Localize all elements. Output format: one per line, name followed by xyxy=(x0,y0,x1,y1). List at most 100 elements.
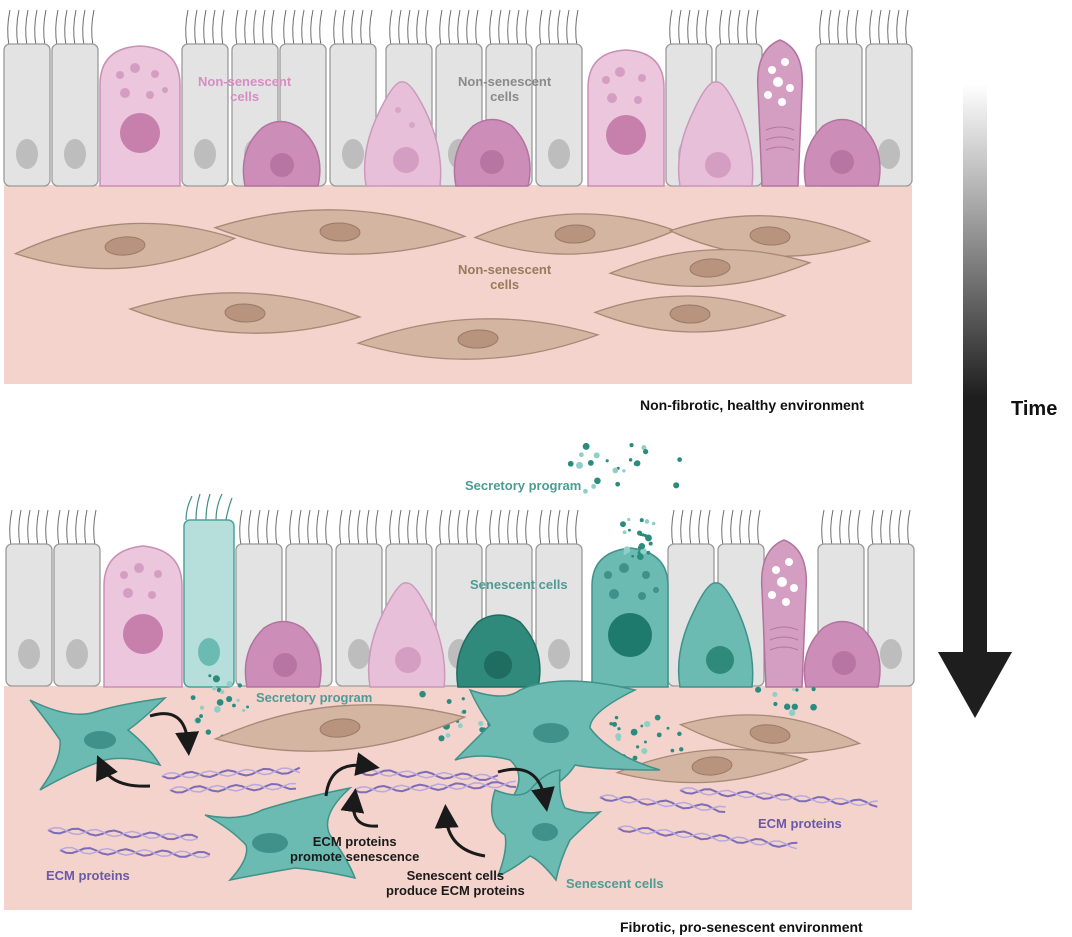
secretory-dot xyxy=(641,533,645,537)
secretory-dot xyxy=(641,445,647,451)
secretory-dot xyxy=(587,459,594,466)
cilium xyxy=(248,509,252,547)
secretory-dot xyxy=(627,517,631,522)
cilium xyxy=(821,509,825,547)
cilium xyxy=(407,9,411,47)
secretory-dot xyxy=(609,722,613,726)
cilium xyxy=(34,9,38,47)
cilium xyxy=(389,509,393,547)
secretory-dot xyxy=(246,705,250,709)
nucleus xyxy=(319,222,361,242)
nucleus xyxy=(342,139,364,169)
cilium xyxy=(7,9,11,47)
secretory-dot xyxy=(461,697,465,701)
cilium xyxy=(84,509,88,547)
cilium xyxy=(292,9,296,47)
columnar-cell xyxy=(51,43,99,187)
cilium xyxy=(339,509,343,547)
senescent-goblet-cell xyxy=(591,547,669,688)
columnar-cell xyxy=(53,543,101,687)
cilium xyxy=(566,9,570,47)
secretory-dot xyxy=(677,731,682,737)
cilium xyxy=(830,509,834,547)
columnar-cell xyxy=(3,43,51,187)
cilium xyxy=(871,509,875,547)
cilium xyxy=(342,9,346,47)
columnar-cell xyxy=(5,543,53,687)
secretory-dot xyxy=(623,551,627,555)
secretory-dot xyxy=(636,745,640,749)
ecm-fiber xyxy=(59,846,211,859)
cilium xyxy=(828,9,832,47)
cilium xyxy=(846,9,850,47)
cilium xyxy=(73,9,77,47)
cilium xyxy=(301,9,305,47)
cilium xyxy=(425,509,429,547)
secretory-dot xyxy=(232,703,236,708)
cilium xyxy=(721,509,725,547)
curved-arrow-icon xyxy=(96,755,151,788)
secretory-dot xyxy=(643,448,649,455)
secretory-dot xyxy=(617,727,621,731)
columnar-cell xyxy=(535,43,583,187)
cilium xyxy=(375,509,379,547)
secretory-dot xyxy=(623,546,631,554)
cilium xyxy=(425,9,429,47)
cilium xyxy=(319,9,323,47)
cilium xyxy=(466,509,470,547)
cilium xyxy=(748,509,752,547)
secretory-dot xyxy=(614,715,619,720)
cilium xyxy=(366,509,370,547)
cilium xyxy=(66,509,70,547)
label-senescent-fibroblast: Senescent cells xyxy=(566,876,664,891)
secretory-dot xyxy=(640,724,644,728)
cilium xyxy=(389,9,393,47)
secretory-dot xyxy=(673,482,680,489)
cilium xyxy=(357,509,361,547)
cilium xyxy=(525,509,529,547)
cilium xyxy=(212,9,216,47)
ecm-fiber xyxy=(679,787,878,808)
curved-arrow-icon xyxy=(340,788,379,828)
secretory-dot xyxy=(622,530,627,535)
secretory-dot xyxy=(646,550,651,555)
secretory-dot xyxy=(670,748,675,753)
club-cell xyxy=(367,582,446,688)
bottom-panel xyxy=(4,442,915,910)
cilium xyxy=(27,509,31,547)
cilium xyxy=(878,9,882,47)
cilium xyxy=(333,9,337,47)
secretory-dot xyxy=(811,687,816,692)
secretory-dot xyxy=(605,459,609,463)
cilium xyxy=(539,9,543,47)
cilium xyxy=(307,509,311,547)
secretory-dot xyxy=(457,723,463,729)
ecm-fiber xyxy=(353,780,517,794)
cilium xyxy=(525,9,529,47)
cilium xyxy=(857,509,861,547)
secretory-dot xyxy=(627,528,631,532)
secretory-dot xyxy=(190,695,196,701)
cilium xyxy=(498,509,502,547)
secretory-dot xyxy=(478,720,484,727)
cilium xyxy=(457,9,461,47)
cilium xyxy=(557,509,561,547)
label-ecm-proteins-right: ECM proteins xyxy=(758,816,842,831)
secretory-dot xyxy=(656,732,662,738)
nucleus xyxy=(16,139,38,169)
basal-cell xyxy=(244,620,322,688)
goblet-cell xyxy=(103,545,183,688)
cilium xyxy=(316,509,320,547)
secretory-dot xyxy=(666,726,670,730)
caption-healthy: Non-fibrotic, healthy environment xyxy=(640,397,865,413)
cilium xyxy=(489,509,493,547)
cilium xyxy=(575,509,579,547)
secretory-dot xyxy=(795,688,799,692)
cilium xyxy=(457,509,461,547)
fibroblast xyxy=(213,704,467,752)
cilium xyxy=(310,9,314,47)
